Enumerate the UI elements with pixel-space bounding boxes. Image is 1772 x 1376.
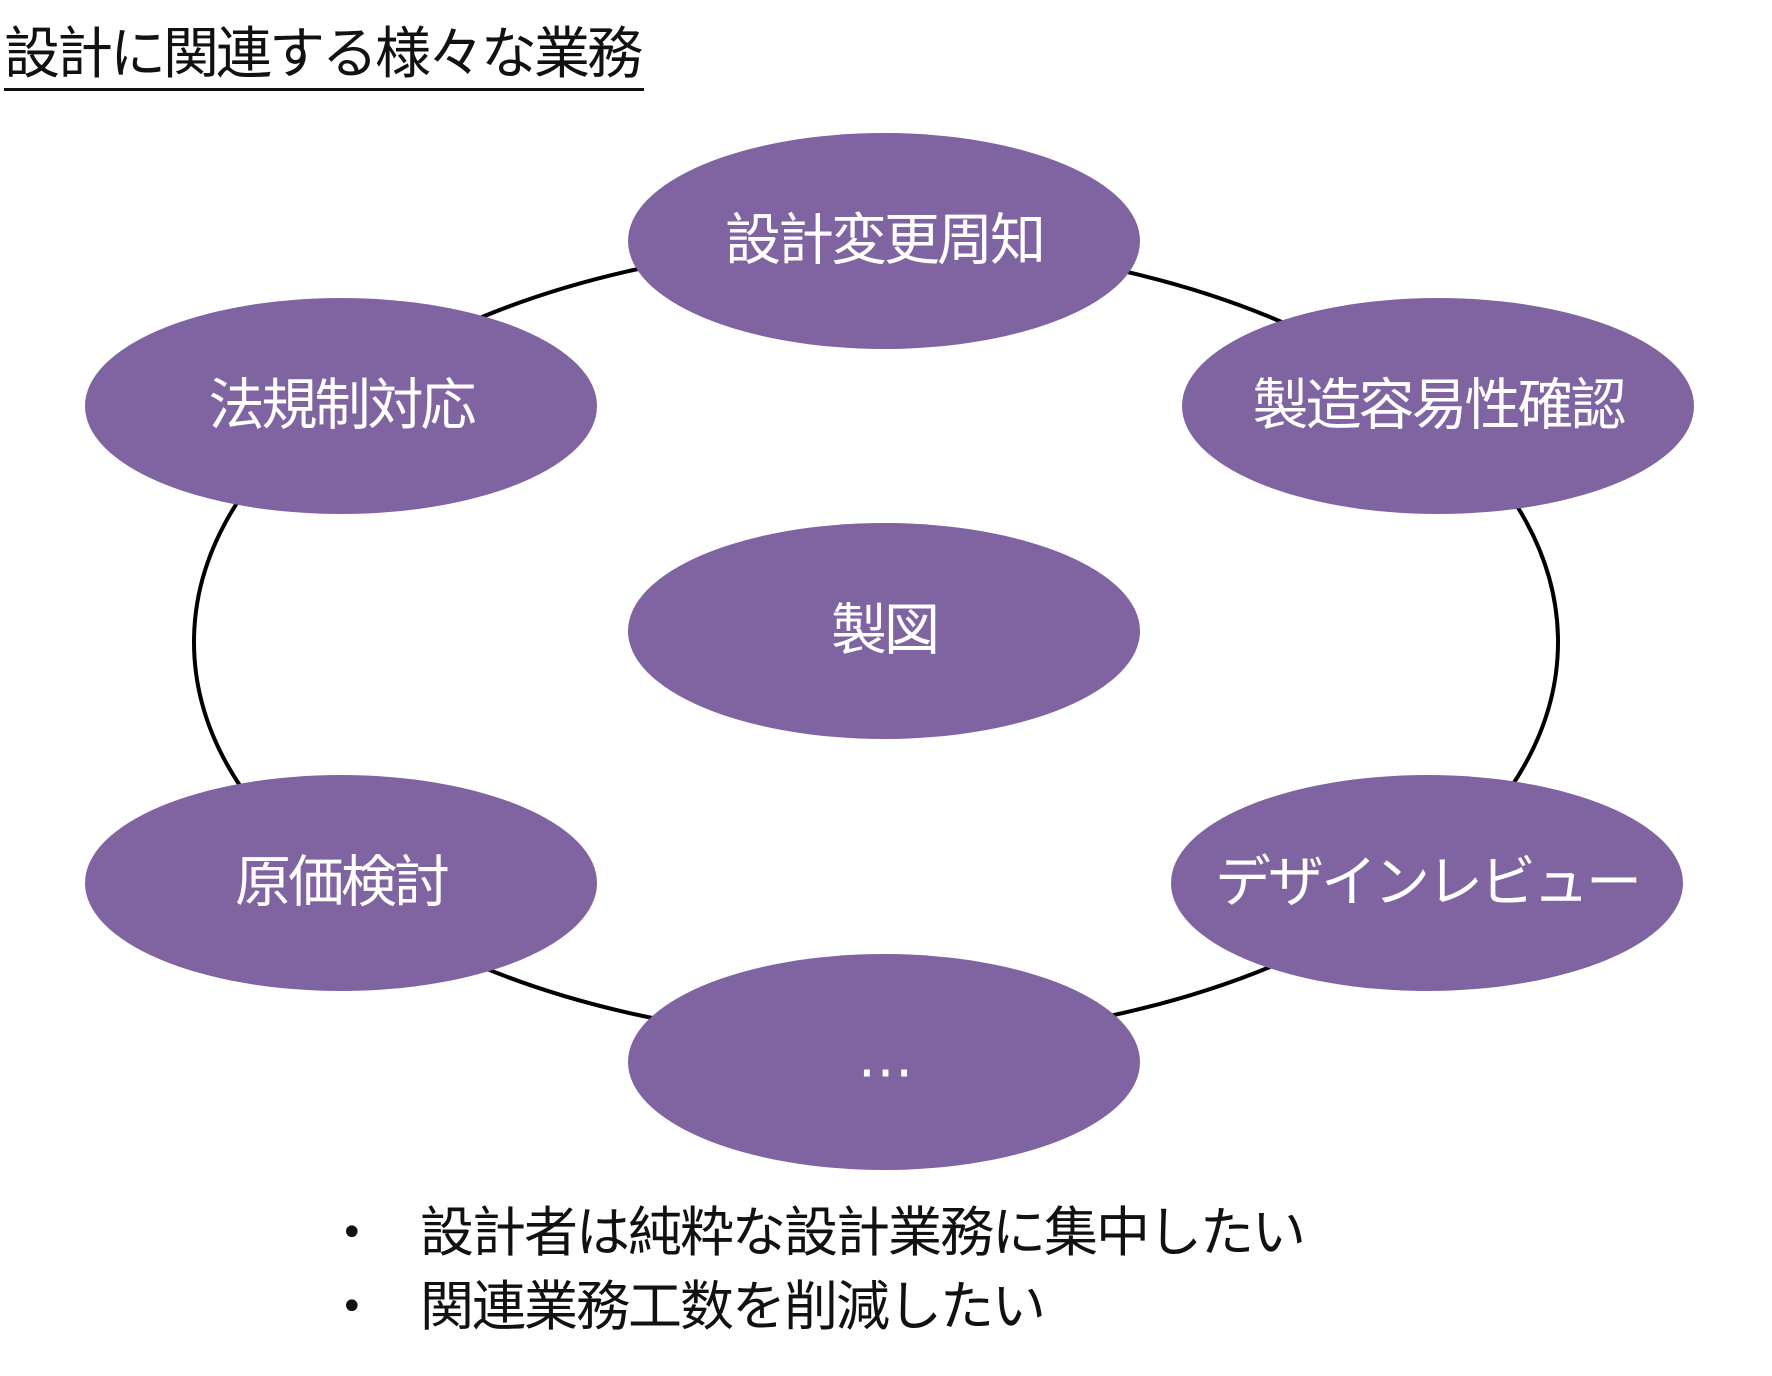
node-bottom: … bbox=[628, 954, 1140, 1170]
node-upper-left: 法規制対応 bbox=[85, 298, 597, 514]
bullet-list: • 設計者は純粋な設計業務に集中したい • 関連業務工数を削減したい bbox=[340, 1196, 1306, 1344]
node-upper-right: 製造容易性確認 bbox=[1182, 298, 1694, 514]
node-label: 原価検討 bbox=[235, 851, 448, 916]
node-center: 製図 bbox=[628, 523, 1140, 739]
node-lower-right: デザインレビュー bbox=[1171, 775, 1683, 991]
node-label: 製造容易性確認 bbox=[1253, 374, 1626, 439]
node-label: デザインレビュー bbox=[1215, 851, 1639, 916]
bullet-text: 設計者は純粋な設計業務に集中したい bbox=[420, 1201, 1306, 1264]
slide-title: 設計に関連する様々な業務 bbox=[4, 22, 644, 91]
node-label: … bbox=[858, 1026, 911, 1091]
bullet-text: 関連業務工数を削減したい bbox=[420, 1275, 1046, 1338]
bullet-item: • 関連業務工数を削減したい bbox=[340, 1270, 1304, 1344]
node-label: 設計変更周知 bbox=[725, 209, 1043, 274]
node-top: 設計変更周知 bbox=[628, 133, 1140, 349]
node-label: 製図 bbox=[831, 599, 937, 664]
bullet-icon: • bbox=[340, 1210, 364, 1256]
node-lower-left: 原価検討 bbox=[85, 775, 597, 991]
bullet-icon: • bbox=[340, 1284, 364, 1330]
bullet-item: • 設計者は純粋な設計業務に集中したい bbox=[340, 1196, 1306, 1270]
node-label: 法規制対応 bbox=[209, 374, 476, 439]
